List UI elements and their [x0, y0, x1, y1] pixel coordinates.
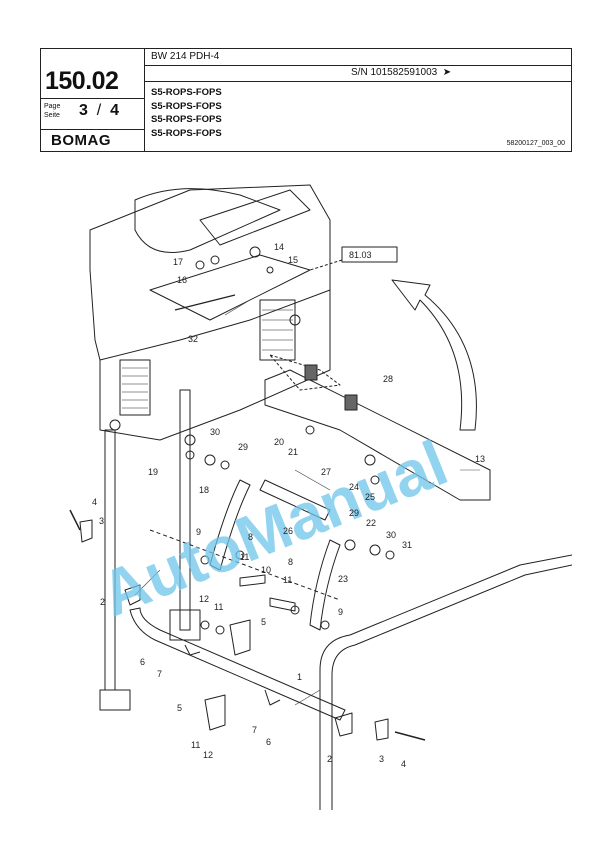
bolt-set — [184, 425, 395, 635]
callout-19: 19 — [148, 467, 158, 477]
reference-label: 81.03 — [349, 250, 372, 260]
section-title: S5-ROPS-FOPS — [151, 127, 222, 139]
console-housing — [89, 184, 331, 361]
callout-11c: 11 — [214, 602, 223, 612]
console-housing — [99, 290, 331, 441]
callout-16: 16 — [177, 275, 187, 285]
clamp-left — [79, 519, 93, 543]
serial-number: S/N 101582591003 ➤ — [351, 67, 452, 78]
callout-14: 14 — [274, 242, 284, 252]
callout-2a: 2 — [100, 597, 105, 607]
callout-5a: 5 — [261, 617, 266, 627]
callout-17: 17 — [173, 257, 183, 267]
header-rule — [144, 81, 571, 82]
callout-24: 24 — [349, 482, 359, 492]
vent-grille — [119, 359, 151, 416]
clamp-lower — [334, 712, 353, 737]
upper-frame — [264, 369, 491, 501]
bomag-logo: BOMAG — [51, 132, 111, 149]
callout-25: 25 — [365, 492, 375, 502]
callout-11d: 11 — [191, 740, 200, 750]
cab-frame — [319, 554, 572, 810]
callout-27: 27 — [321, 467, 331, 477]
model-name: BW 214 PDH-4 — [151, 51, 220, 62]
header-rule — [41, 98, 144, 99]
reference-box — [341, 246, 398, 263]
console-housing — [134, 188, 281, 253]
arrow-icon: ➤ — [442, 67, 452, 78]
callout-23: 23 — [338, 574, 348, 584]
callout-30: 30 — [210, 427, 220, 437]
callout-32: 32 — [188, 334, 198, 344]
lower-cross-tube — [129, 607, 346, 721]
header-rule — [144, 65, 571, 66]
callout-11b: 11 — [283, 575, 292, 585]
console-screen — [199, 189, 311, 246]
rops-post — [179, 389, 191, 631]
header-rule — [41, 129, 144, 130]
clamp-upper — [124, 584, 141, 606]
callout-6b: 6 — [266, 737, 271, 747]
header-divider — [144, 49, 145, 151]
callout-29b: 29 — [349, 508, 359, 518]
callout-30b: 30 — [386, 530, 396, 540]
watermark: AutoManual — [91, 426, 457, 630]
callout-20: 20 — [274, 437, 284, 447]
clamp-right — [374, 718, 389, 741]
callout-10: 10 — [261, 565, 271, 575]
vent-grille — [259, 299, 296, 361]
callout-29: 29 — [238, 442, 248, 452]
callout-18: 18 — [199, 485, 209, 495]
callout-15: 15 — [288, 255, 298, 265]
page-indicator: 3 / 4 — [79, 102, 120, 119]
cab-frame — [331, 564, 572, 810]
section-title: S5-ROPS-FOPS — [151, 87, 222, 98]
section-titles: S5-ROPS-FOPS S5-ROPS-FOPS S5-ROPS-FOPS S… — [151, 86, 222, 140]
exploded-parts-drawing: AutoManual 81.03 14 15 17 16 32 28 13 30… — [69, 184, 572, 810]
callout-7a: 7 — [157, 669, 162, 679]
callout-2b: 2 — [327, 754, 332, 764]
callout-9a: 9 — [196, 527, 201, 537]
bracket-lower — [204, 694, 226, 731]
callout-5b: 5 — [177, 703, 182, 713]
callout-31b: 31 — [402, 540, 412, 550]
section-title: S5-ROPS-FOPS — [151, 100, 222, 112]
link-left — [209, 479, 251, 571]
parts-header: BW 214 PDH-4 S/N 101582591003 ➤ 150.02 P… — [40, 48, 572, 152]
callout-8a: 8 — [248, 532, 253, 542]
callout-3b: 3 — [379, 754, 384, 764]
callout-6a: 6 — [140, 657, 145, 667]
callout-12b: 12 — [203, 750, 213, 760]
callout-21: 21 — [288, 447, 298, 457]
bracket-upper — [229, 619, 251, 656]
section-title: S5-ROPS-FOPS — [151, 114, 222, 125]
callout-3a: 3 — [99, 516, 104, 526]
callout-11a: 11 — [240, 552, 249, 562]
callout-7b: 7 — [252, 725, 257, 735]
document-number: 58200127_003_00 — [506, 140, 565, 147]
page-number: 150.02 — [45, 67, 119, 95]
callout-9b: 9 — [338, 607, 343, 617]
callout-8b: 8 — [288, 557, 293, 567]
callout-22: 22 — [366, 518, 376, 528]
callout-1: 1 — [297, 672, 302, 682]
callout-28: 28 — [383, 374, 393, 384]
console-panel — [149, 254, 311, 321]
callout-4a: 4 — [92, 497, 97, 507]
callout-4b: 4 — [401, 759, 406, 769]
callout-13: 13 — [475, 454, 485, 464]
callout-26: 26 — [283, 526, 293, 536]
support-rod — [259, 479, 331, 521]
callout-12a: 12 — [199, 594, 209, 604]
link-right — [309, 539, 341, 631]
rotation-arrow — [391, 279, 477, 431]
